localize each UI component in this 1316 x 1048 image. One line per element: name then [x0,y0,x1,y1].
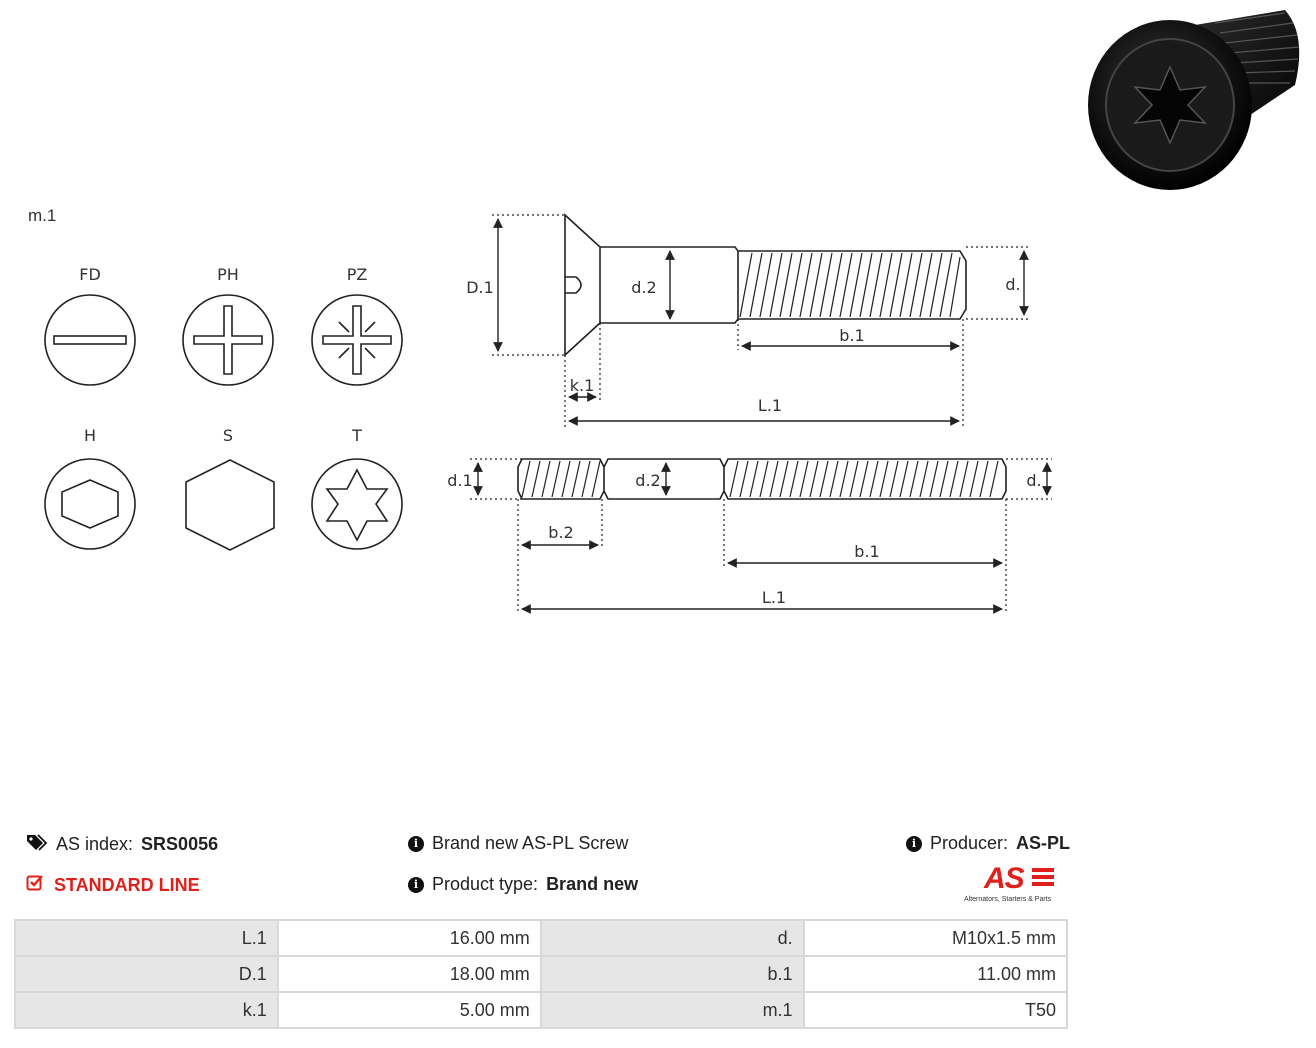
table-row: k.1 5.00 mm m.1 T50 [16,993,1066,1027]
producer-row: i Producer: AS-PL [906,833,1070,854]
as-index-value: SRS0056 [141,834,219,854]
spec-table: L.1 16.00 mm d. M10x1.5 mm D.1 18.00 mm … [14,919,1068,1029]
stud-dim-b1: b.1 [854,542,879,561]
stud-dim-L1: L.1 [762,588,786,607]
producer-label: Producer: [930,833,1009,853]
spec-value: T50 [804,993,1066,1027]
spec-key: b.1 [541,957,803,991]
as-index-row: AS index: SRS0056 [26,833,218,856]
logo-tagline: Alternators, Starters & Parts [964,896,1052,903]
spec-value: 11.00 mm [804,957,1066,991]
hex-head-icon [185,459,275,551]
product-type-value: Brand new [546,874,639,894]
spec-value: 5.00 mm [278,993,540,1027]
table-row: D.1 18.00 mm b.1 11.00 mm [16,957,1066,991]
flat-slot-head-icon [44,294,136,386]
dim-b1: b.1 [839,326,864,345]
stud-dim-d2: d.2 [635,471,660,490]
description-row: i Brand new AS-PL Screw [408,833,628,854]
dim-k1: k.1 [570,376,595,395]
head-label-ph: PH [217,265,239,284]
spec-key: d. [541,921,803,955]
drive-type-title: m.1 [28,206,57,225]
head-label-s: S [223,426,233,445]
product-type-label: Product type: [432,874,539,894]
as-index-label: AS index: [56,834,134,854]
table-row: L.1 16.00 mm d. M10x1.5 mm [16,921,1066,955]
dim-d: d. [1005,275,1020,294]
technical-drawing: D.1 d.2 d. b.1 k.1 L.1 [440,205,1080,625]
head-label-t: T [351,426,362,445]
spec-key: L.1 [16,921,277,955]
dim-d2: d.2 [631,278,656,297]
producer-value: AS-PL [1016,833,1071,853]
head-label-pz: PZ [347,265,368,284]
info-icon: i [408,876,424,893]
info-icon: i [408,835,424,852]
as-pl-logo: AS Alternators, Starters & Parts [964,864,1068,908]
logo-mark: AS [984,862,1025,895]
product-photo [1085,5,1305,195]
dim-L1: L.1 [758,396,782,415]
product-description: Brand new AS-PL Screw [432,833,629,853]
spec-key: m.1 [541,993,803,1027]
head-label-fd: FD [79,265,101,284]
product-type-row: i Product type: Brand new [408,874,638,895]
screw-thread-lines [739,252,961,318]
stud-dim-d1: d.1 [447,471,472,490]
phillips-head-icon [182,294,274,386]
stud-dim-b2: b.2 [548,523,573,542]
torx-head-icon [311,458,403,550]
standard-line-badge: STANDARD LINE [54,875,200,895]
head-types-panel: FD PH PZ H S T [30,260,420,560]
spec-value: M10x1.5 mm [804,921,1066,955]
spec-value: 16.00 mm [278,921,540,955]
tags-icon [26,833,48,856]
dim-D1: D.1 [466,278,494,297]
head-label-h: H [84,426,96,445]
spec-key: k.1 [16,993,277,1027]
pozidriv-head-icon [311,294,403,386]
hex-socket-head-icon [44,458,136,550]
check-square-icon [26,874,46,897]
spec-value: 18.00 mm [278,957,540,991]
stud-drawing [517,458,1007,500]
stud-dim-d: d. [1026,471,1041,490]
stud-thread-lines [521,460,999,498]
info-icon: i [906,835,922,852]
standard-line-row: STANDARD LINE [26,874,200,897]
spec-key: D.1 [16,957,277,991]
